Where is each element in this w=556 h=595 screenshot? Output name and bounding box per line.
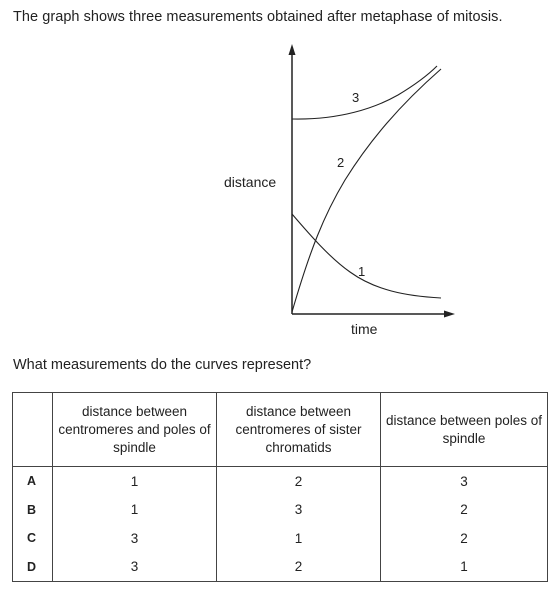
question-text: What measurements do the curves represen…: [13, 357, 312, 373]
x-axis-label: time: [351, 321, 378, 337]
y-axis-arrowhead: [288, 44, 296, 55]
table-cell: 3: [52, 552, 217, 582]
intro-text: The graph shows three measurements obtai…: [13, 9, 503, 25]
header-key: [12, 392, 53, 467]
table-cell: 2: [380, 495, 548, 524]
table-cell: 3: [380, 466, 548, 496]
curve-label-2: 2: [337, 155, 344, 170]
table-row: A 1 2 3: [12, 466, 548, 496]
header-centromere-pole-distance: distance between centromeres and poles o…: [52, 392, 217, 467]
measurement-graph: 1 2 3 distance time: [224, 44, 455, 337]
table-cell: 1: [52, 495, 217, 524]
table-cell: 1: [216, 524, 381, 553]
table-cell: 1: [380, 552, 548, 582]
curve-label-3: 3: [352, 90, 359, 105]
table-cell: 1: [52, 466, 217, 496]
table-row: B 1 3 2: [12, 495, 548, 524]
table-cell: 2: [216, 466, 381, 496]
x-axis-arrowhead: [444, 310, 455, 318]
curve-3: [291, 65, 438, 120]
table-header-row: distance between centromeres and poles o…: [12, 392, 548, 467]
curve-label-1: 1: [358, 264, 365, 279]
table-cell: 2: [380, 524, 548, 553]
table-cell: 3: [216, 495, 381, 524]
table-row: C 3 1 2: [12, 524, 548, 553]
header-spindle-pole-distance: distance between poles of spindle: [380, 392, 548, 467]
header-sister-chromatid-distance: distance between centromeres of sister c…: [216, 392, 381, 467]
answer-table: distance between centromeres and poles o…: [12, 392, 548, 582]
option-key: C: [12, 524, 53, 553]
table-cell: 3: [52, 524, 217, 553]
table-row: D 3 2 1: [12, 552, 548, 582]
option-key: D: [12, 552, 53, 582]
curve-1: [291, 213, 442, 299]
y-axis-label: distance: [224, 174, 276, 190]
option-key: A: [12, 466, 53, 496]
option-key: B: [12, 495, 53, 524]
table-cell: 2: [216, 552, 381, 582]
curve-2: [291, 68, 442, 313]
